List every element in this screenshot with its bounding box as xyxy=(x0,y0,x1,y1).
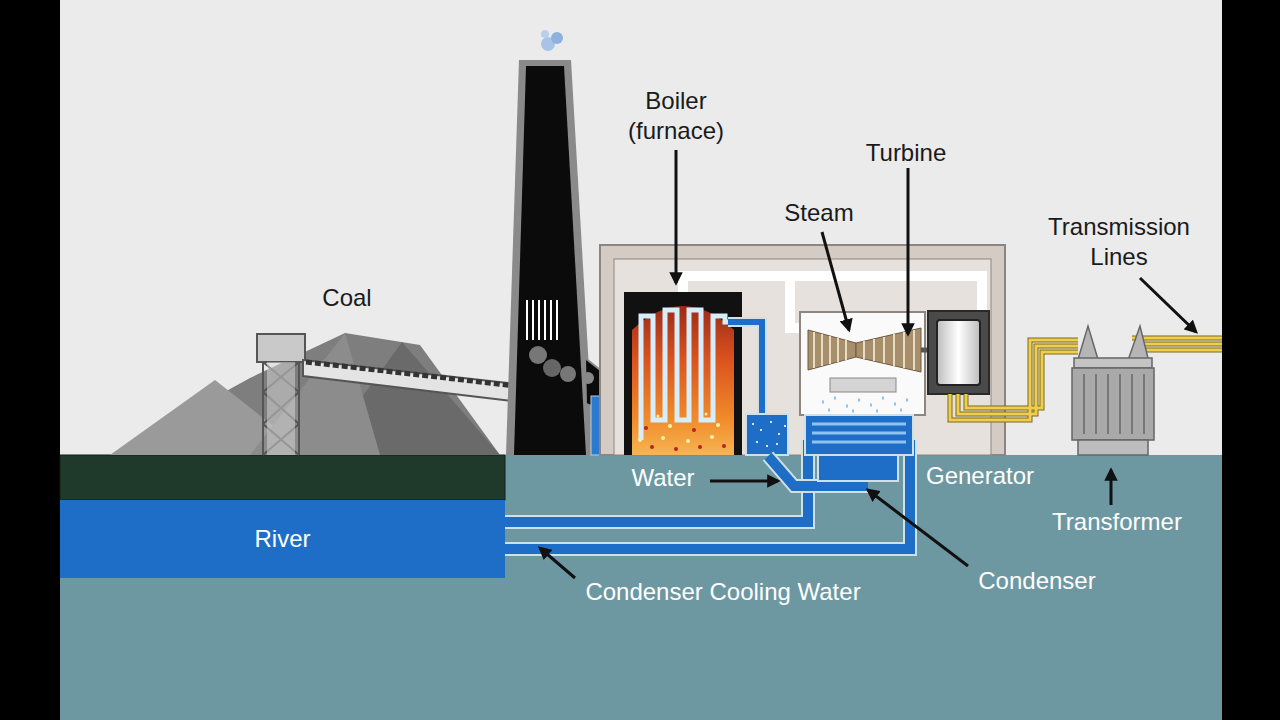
ember xyxy=(716,423,720,427)
intake-pipe-outline xyxy=(505,440,808,522)
part-label: Water xyxy=(631,463,694,493)
outflow-pipe xyxy=(505,440,910,549)
leader-arrow xyxy=(710,480,778,483)
leader-arrow xyxy=(675,150,678,283)
leader-arrow xyxy=(868,490,968,566)
part-label: Turbine xyxy=(866,138,946,168)
cooling-fins xyxy=(1084,374,1144,434)
generator-core xyxy=(937,320,980,385)
transformer-cap xyxy=(1074,358,1152,368)
leader-arrow xyxy=(1140,278,1196,332)
ember xyxy=(661,436,665,440)
ember xyxy=(710,435,714,439)
feed-pump xyxy=(746,414,788,455)
leader-arrow xyxy=(907,168,910,334)
intake-pipe xyxy=(505,440,808,522)
smoke-puff xyxy=(543,359,561,377)
smoke-puff xyxy=(541,30,549,38)
condenser xyxy=(805,415,913,455)
leader-arrow xyxy=(540,548,575,578)
ember xyxy=(686,439,690,443)
leader-arrow xyxy=(1110,470,1113,505)
coal-pile xyxy=(250,333,380,455)
furnace-fire xyxy=(632,306,734,455)
coal-pile xyxy=(110,333,500,455)
smoke-puff xyxy=(582,372,594,384)
leader-arrow xyxy=(822,232,849,330)
part-label: Transmission Lines xyxy=(1034,212,1204,272)
ember xyxy=(722,444,726,448)
transformer-base xyxy=(1078,440,1148,455)
building-interior xyxy=(614,259,991,455)
ground xyxy=(60,455,1222,720)
part-label: Transformer xyxy=(1052,507,1182,537)
ember xyxy=(674,447,678,451)
part-label: Coal xyxy=(322,283,371,313)
feedwater-pipe xyxy=(728,322,762,415)
water-droplets xyxy=(752,422,786,446)
flue-filter xyxy=(527,300,557,340)
turbine-blades xyxy=(814,330,914,370)
turbine-hp xyxy=(808,330,856,370)
smoke-puff xyxy=(560,366,576,382)
part-label: Boiler (furnace) xyxy=(606,86,746,146)
turbine-exhaust xyxy=(830,378,896,392)
condenser-well xyxy=(818,455,898,481)
ember xyxy=(692,428,696,432)
ember xyxy=(644,426,648,430)
turbine-lp xyxy=(856,328,921,372)
part-label: Condenser xyxy=(978,566,1095,596)
ember xyxy=(650,445,654,449)
generator xyxy=(928,311,989,394)
node-label: River xyxy=(254,524,310,554)
river-bank xyxy=(60,455,505,500)
condenser-tubes xyxy=(812,424,906,442)
river-band: River xyxy=(60,500,505,578)
tower-lattice xyxy=(263,362,299,455)
ember xyxy=(698,445,702,449)
plant-building xyxy=(600,245,1005,455)
transformer-tank xyxy=(1072,368,1154,440)
tower-body xyxy=(267,362,295,455)
coal-hopper xyxy=(257,334,305,362)
chimney-wall xyxy=(506,60,594,455)
sky-background xyxy=(60,0,1222,720)
smoke-puff xyxy=(529,346,547,364)
turbine-hall xyxy=(800,312,925,415)
feedwater-pipe-outline xyxy=(728,322,762,415)
outflow-pipe-outline xyxy=(505,440,910,549)
ember xyxy=(668,424,672,428)
chimney-flue xyxy=(514,66,586,455)
exhaust-steam xyxy=(822,398,908,411)
part-label: Condenser Cooling Water xyxy=(585,577,860,607)
ember xyxy=(657,415,660,418)
part-label: Generator xyxy=(926,461,1034,491)
smoke-puff xyxy=(551,32,563,44)
ember xyxy=(705,413,708,416)
part-label: Steam xyxy=(784,198,853,228)
